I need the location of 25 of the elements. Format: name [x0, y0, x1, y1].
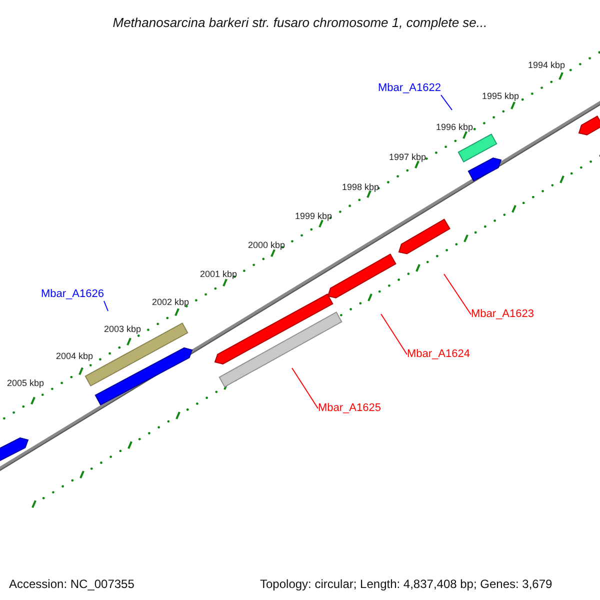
scale-label: 1999 kbp [295, 210, 332, 223]
footer-text: Topology: circular; Length: 4,837,408 bp; Genes: 3,679 [260, 576, 552, 593]
gene-label: Mbar_A1622 [378, 82, 441, 95]
scale-label: 2002 kbp [152, 296, 190, 309]
gene-label: Mbar_A1624 [407, 348, 470, 361]
scale-label: 1998 kbp [342, 181, 380, 194]
scale-label: 2001 kbp [200, 268, 238, 281]
scale-label: 1995 kbp [482, 90, 520, 103]
leader-line [104, 300, 108, 312]
scale-label: 1996 kbp [436, 121, 474, 134]
scale-label: 2003 kbp [104, 323, 142, 336]
gene-label: Mbar_A1625 [318, 402, 381, 415]
scale-label: 2000 kbp [248, 239, 286, 252]
footer-text: Accession: NC_007355 [9, 576, 134, 593]
title: Methanosarcina barkeri str. fusaro chromosome 1, complete se... [112, 15, 488, 30]
gene-label: Mbar_A1623 [471, 308, 534, 321]
gene-label: Mbar_A1626 [41, 288, 104, 301]
leader-line [444, 274, 472, 315]
scale-label: 2005 kbp [7, 377, 44, 390]
scale-label: 1994 kbp [528, 59, 566, 72]
scale-label: 1997 kbp [389, 151, 426, 164]
leader-line [380, 314, 408, 355]
scale-label: 2004 kbp [56, 350, 94, 363]
leader-line [292, 368, 318, 409]
leader-line [440, 94, 452, 110]
